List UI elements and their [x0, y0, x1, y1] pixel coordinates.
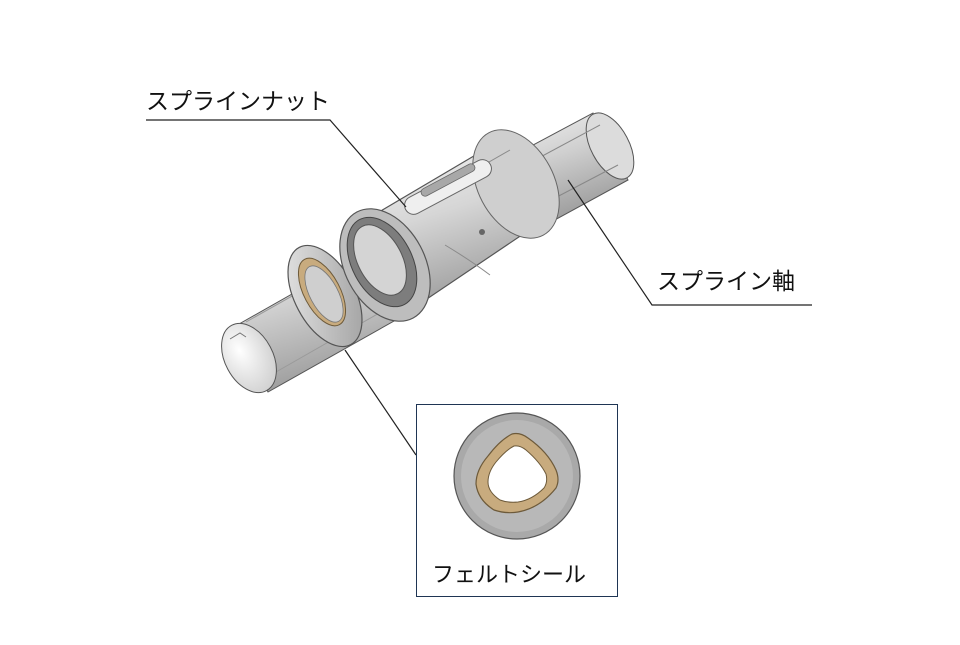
spline-nut-body	[339, 129, 560, 322]
felt-seal-inset-illustration	[453, 412, 581, 540]
leader-lines	[146, 119, 812, 456]
leader-line-felt-seal	[344, 349, 417, 456]
label-spline-shaft: スプライン軸	[657, 269, 795, 295]
leader-line-spline-nut	[146, 119, 407, 208]
label-felt-seal: フェルトシール	[432, 563, 587, 588]
felt-seal-inset-frame	[416, 404, 618, 597]
label-spline-nut: スプラインナット	[146, 89, 330, 115]
leader-line-spline-shaft	[567, 179, 812, 306]
